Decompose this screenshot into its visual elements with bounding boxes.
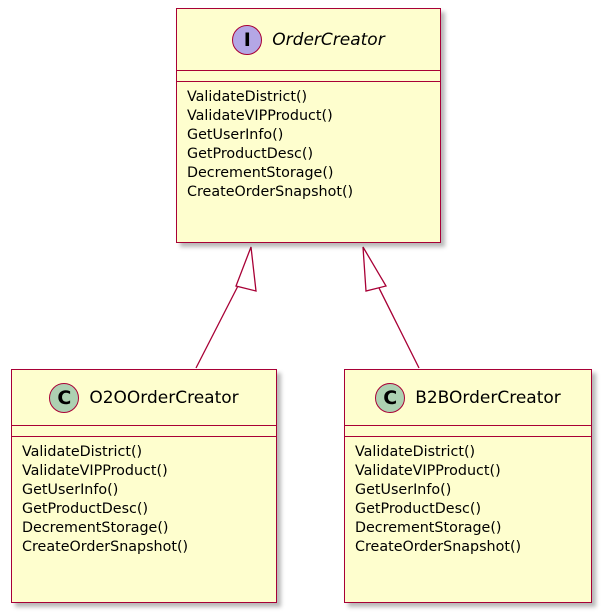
class-b2bordercreator[interactable]: C B2BOrderCreator ValidateDistrict() Val…	[344, 369, 592, 603]
realization-arrowhead-b2b	[362, 246, 388, 292]
method: GetUserInfo()	[355, 482, 452, 498]
interface-header: I OrderCreator	[177, 9, 440, 71]
method: DecrementStorage()	[22, 520, 169, 536]
class-fields	[12, 426, 276, 437]
class-badge-icon: C	[49, 382, 80, 413]
class-o2oordercreator[interactable]: C O2OOrderCreator ValidateDistrict() Val…	[11, 369, 277, 603]
interface-badge-icon: I	[232, 24, 263, 55]
method: CreateOrderSnapshot()	[187, 184, 354, 200]
method: ValidateDistrict()	[22, 444, 143, 460]
method: CreateOrderSnapshot()	[355, 539, 522, 555]
realization-line-o2o	[195, 281, 241, 369]
method: ValidateDistrict()	[355, 444, 476, 460]
method: GetUserInfo()	[22, 482, 119, 498]
class-badge-icon: C	[375, 382, 406, 413]
method: CreateOrderSnapshot()	[22, 539, 189, 555]
class-header: C B2BOrderCreator	[345, 370, 591, 426]
interface-methods: ValidateDistrict() ValidateVIPProduct() …	[177, 82, 440, 202]
method: DecrementStorage()	[355, 520, 502, 536]
class-header: C O2OOrderCreator	[12, 370, 276, 426]
realization-line-b2b	[375, 281, 420, 369]
method: ValidateVIPProduct()	[187, 108, 333, 124]
method: GetProductDesc()	[22, 501, 149, 517]
method: GetProductDesc()	[355, 501, 482, 517]
method: DecrementStorage()	[187, 165, 334, 181]
class-fields	[345, 426, 591, 437]
method: GetProductDesc()	[187, 146, 314, 162]
interface-name: OrderCreator	[272, 29, 385, 50]
method: GetUserInfo()	[187, 127, 284, 143]
class-methods: ValidateDistrict() ValidateVIPProduct() …	[345, 437, 591, 557]
interface-ordercreator[interactable]: I OrderCreator ValidateDistrict() Valida…	[176, 8, 441, 243]
method: ValidateVIPProduct()	[355, 463, 501, 479]
method: ValidateDistrict()	[187, 89, 308, 105]
class-methods: ValidateDistrict() ValidateVIPProduct() …	[12, 437, 276, 557]
interface-fields	[177, 71, 440, 82]
realization-arrowhead-o2o	[235, 246, 257, 292]
method: ValidateVIPProduct()	[22, 463, 168, 479]
class-name: O2OOrderCreator	[89, 387, 239, 408]
class-name: B2BOrderCreator	[415, 387, 561, 408]
